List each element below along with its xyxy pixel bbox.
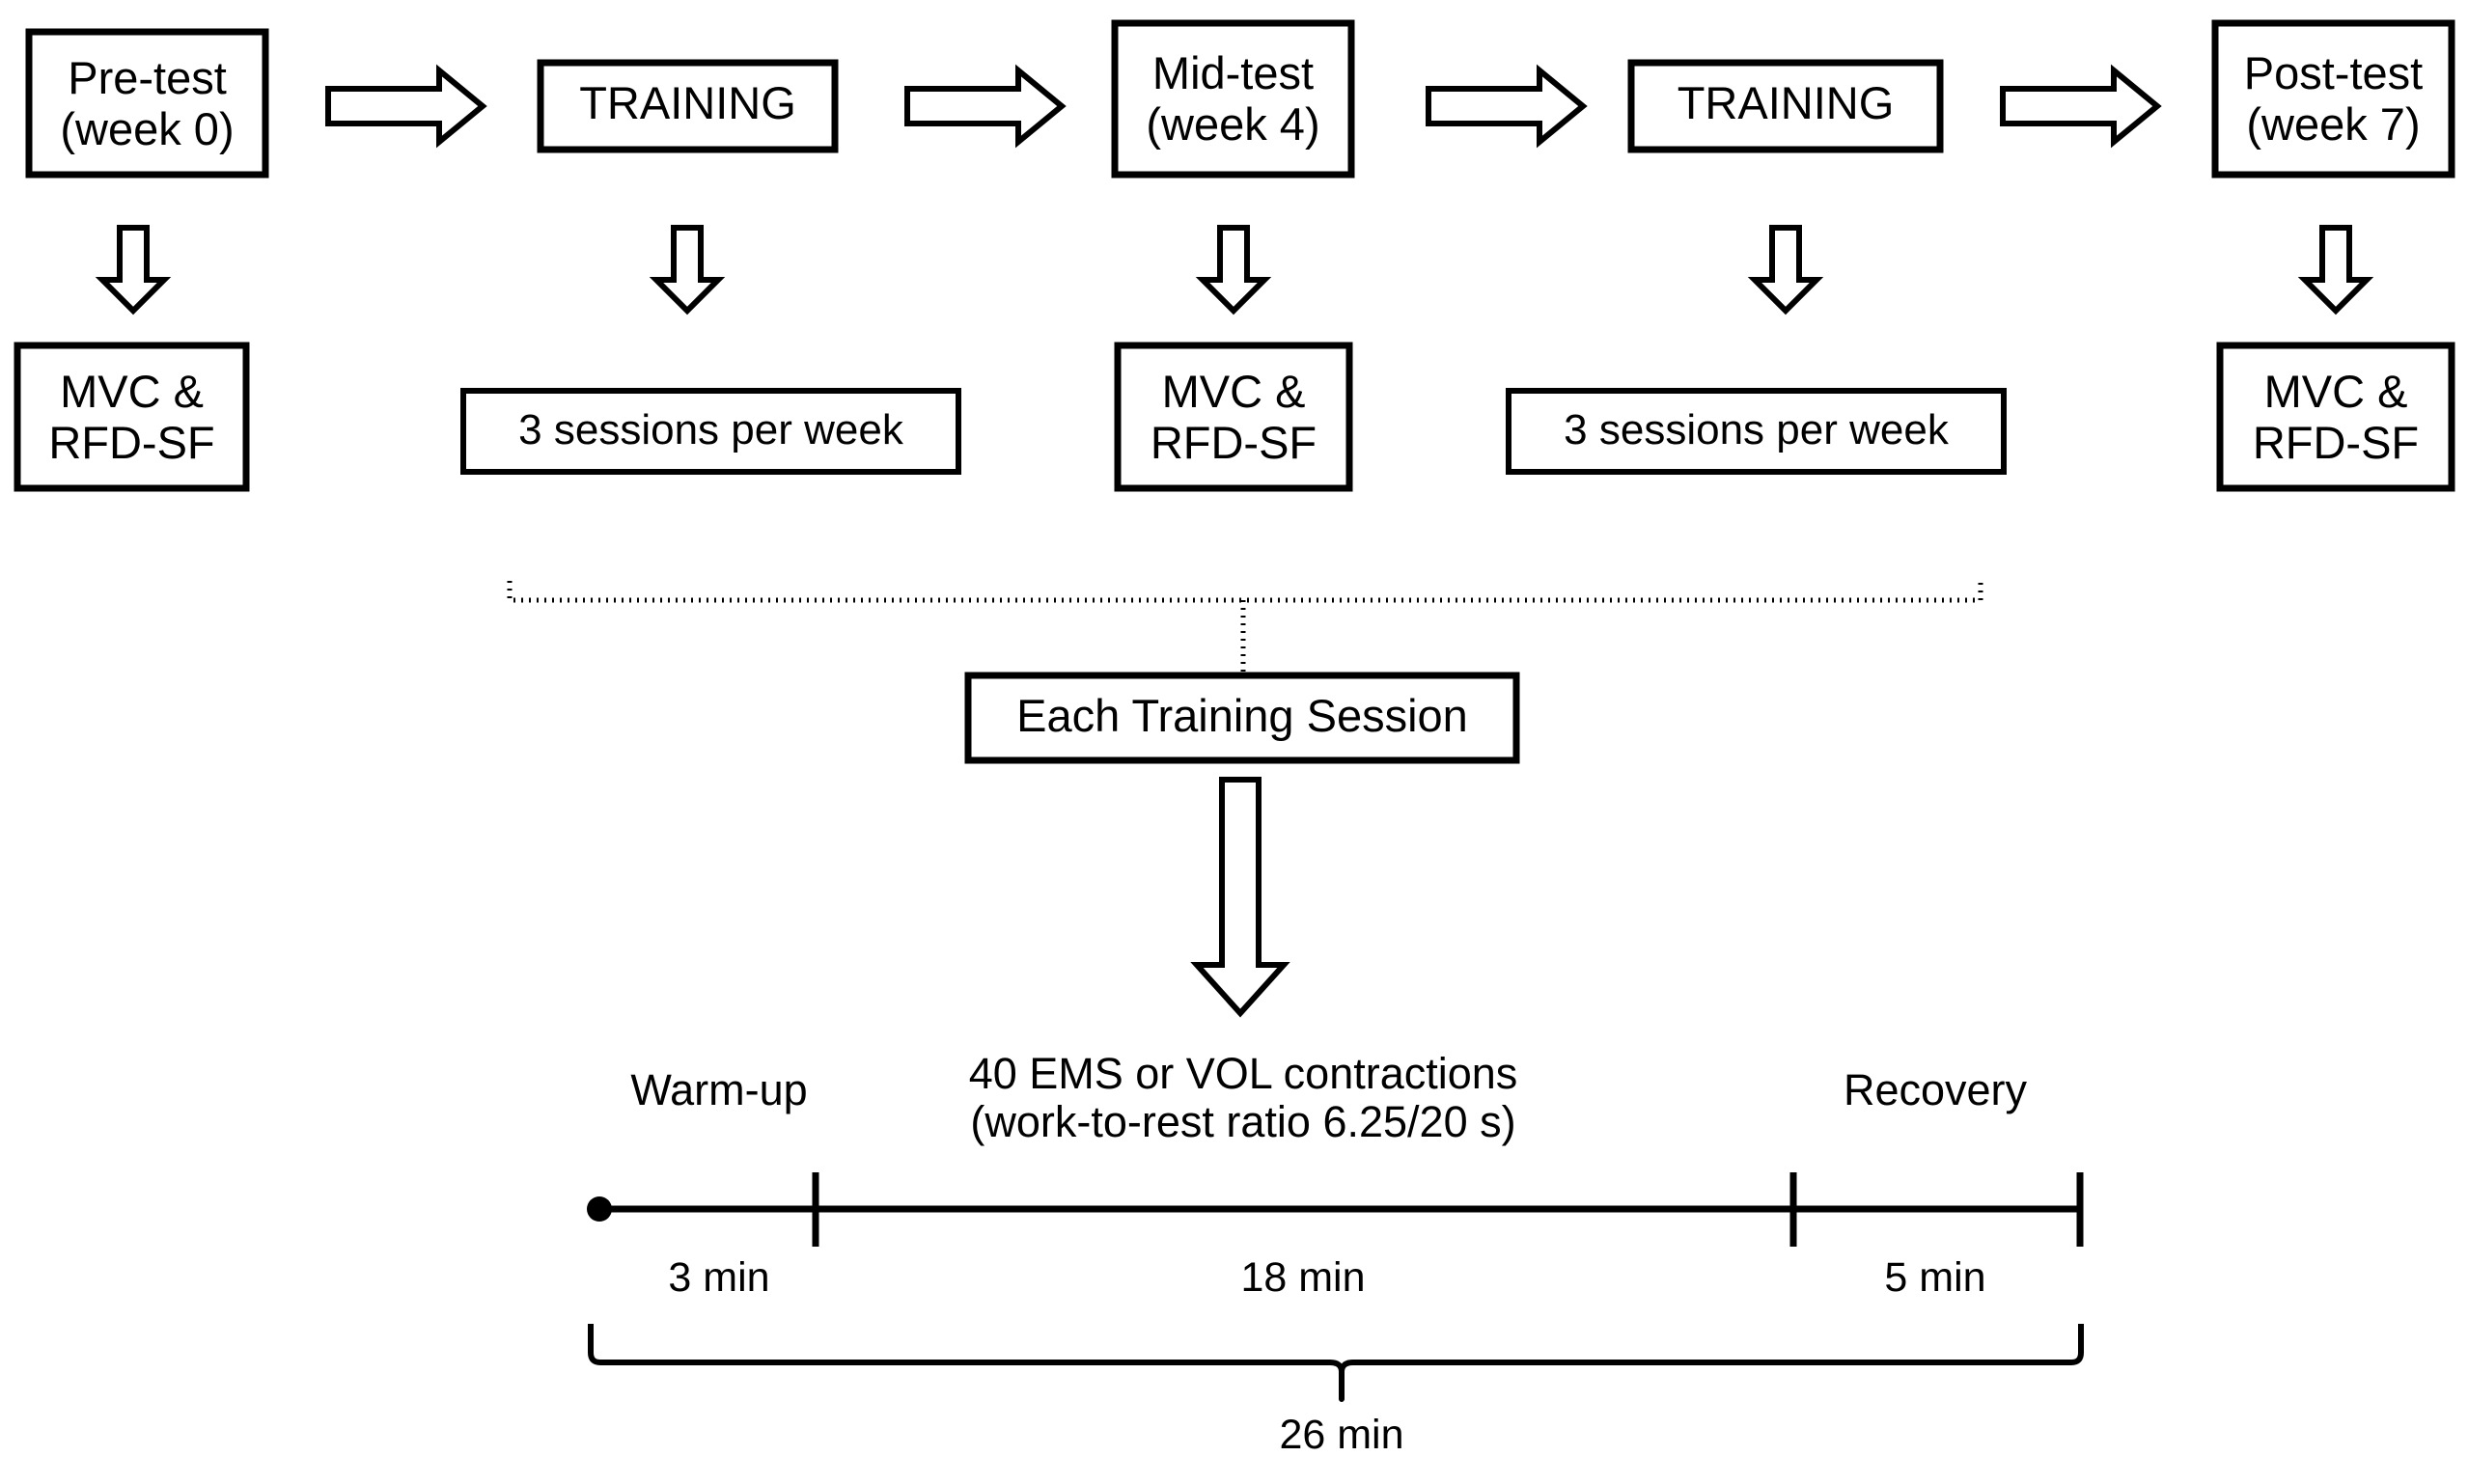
phase-label-warm-up: Warm-up	[630, 1065, 808, 1114]
arrow-pre-to-training1-icon	[325, 64, 487, 149]
arrow-training2-to-posttest-icon	[2000, 64, 2162, 149]
down-arrow-pre-icon	[95, 225, 172, 316]
node-box-measures-pre[interactable]	[14, 342, 250, 492]
node-box-training-1[interactable]	[537, 59, 839, 153]
node-label-post-test: Post-test(week 7)	[2243, 47, 2424, 150]
down-arrow-training1-icon	[649, 225, 726, 316]
duration-label-warmup: 3 min	[668, 1254, 770, 1301]
node-label-sessions-1: 3 sessions per week	[518, 406, 903, 453]
node-label-pre-test: Pre-test(week 0)	[60, 52, 235, 154]
node-label-measures-mid: MVC &RFD-SF	[1150, 366, 1317, 468]
node-box-post-test[interactable]	[2211, 19, 2455, 179]
node-box-sessions-1[interactable]	[460, 388, 961, 475]
phase-label-contractions-line2: (work-to-rest ratio 6.25/20 s)	[970, 1097, 1516, 1147]
total-duration-brace	[588, 1324, 2084, 1402]
down-arrow-midtest-icon	[1195, 225, 1272, 316]
node-box-measures-mid[interactable]	[1114, 342, 1353, 492]
duration-label-recovery: 5 min	[1884, 1254, 1986, 1301]
down-arrow-training2-icon	[1747, 225, 1824, 316]
node-label-sessions-2: 3 sessions per week	[1564, 406, 1949, 453]
timeline-start-dot	[587, 1196, 612, 1222]
down-arrow-posttest-icon	[2297, 225, 2374, 316]
node-box-each-training-session[interactable]	[964, 672, 1520, 764]
dotted-bracket	[507, 581, 1983, 603]
node-box-sessions-2[interactable]	[1506, 388, 2007, 475]
phase-label-contractions: 40 EMS or VOL contractions(work-to-rest …	[896, 1049, 1591, 1147]
big-down-arrow-icon	[1190, 777, 1290, 1018]
arrow-midtest-to-training2-icon	[1426, 64, 1588, 149]
duration-label-contractions: 18 min	[1240, 1254, 1366, 1301]
arrow-training1-to-midtest-icon	[904, 64, 1067, 149]
node-label-measures-post: MVC &RFD-SF	[2252, 366, 2420, 468]
phase-label-recovery: Recovery	[1843, 1065, 2028, 1114]
node-label-mid-test: Mid-test(week 4)	[1146, 47, 1320, 150]
node-box-training-2[interactable]	[1627, 59, 1944, 153]
node-label-each-training-session: Each Training Session	[1016, 690, 1468, 741]
node-box-pre-test[interactable]	[25, 28, 269, 179]
phase-label-contractions-line1: 40 EMS or VOL contractions	[968, 1049, 1518, 1098]
total-duration-label: 26 min	[1279, 1412, 1404, 1458]
node-label-measures-pre: MVC &RFD-SF	[48, 366, 215, 468]
node-box-measures-post[interactable]	[2216, 342, 2455, 492]
node-box-mid-test[interactable]	[1111, 19, 1355, 179]
node-label-training-1: TRAINING	[579, 77, 796, 128]
node-label-training-2: TRAINING	[1677, 77, 1895, 128]
